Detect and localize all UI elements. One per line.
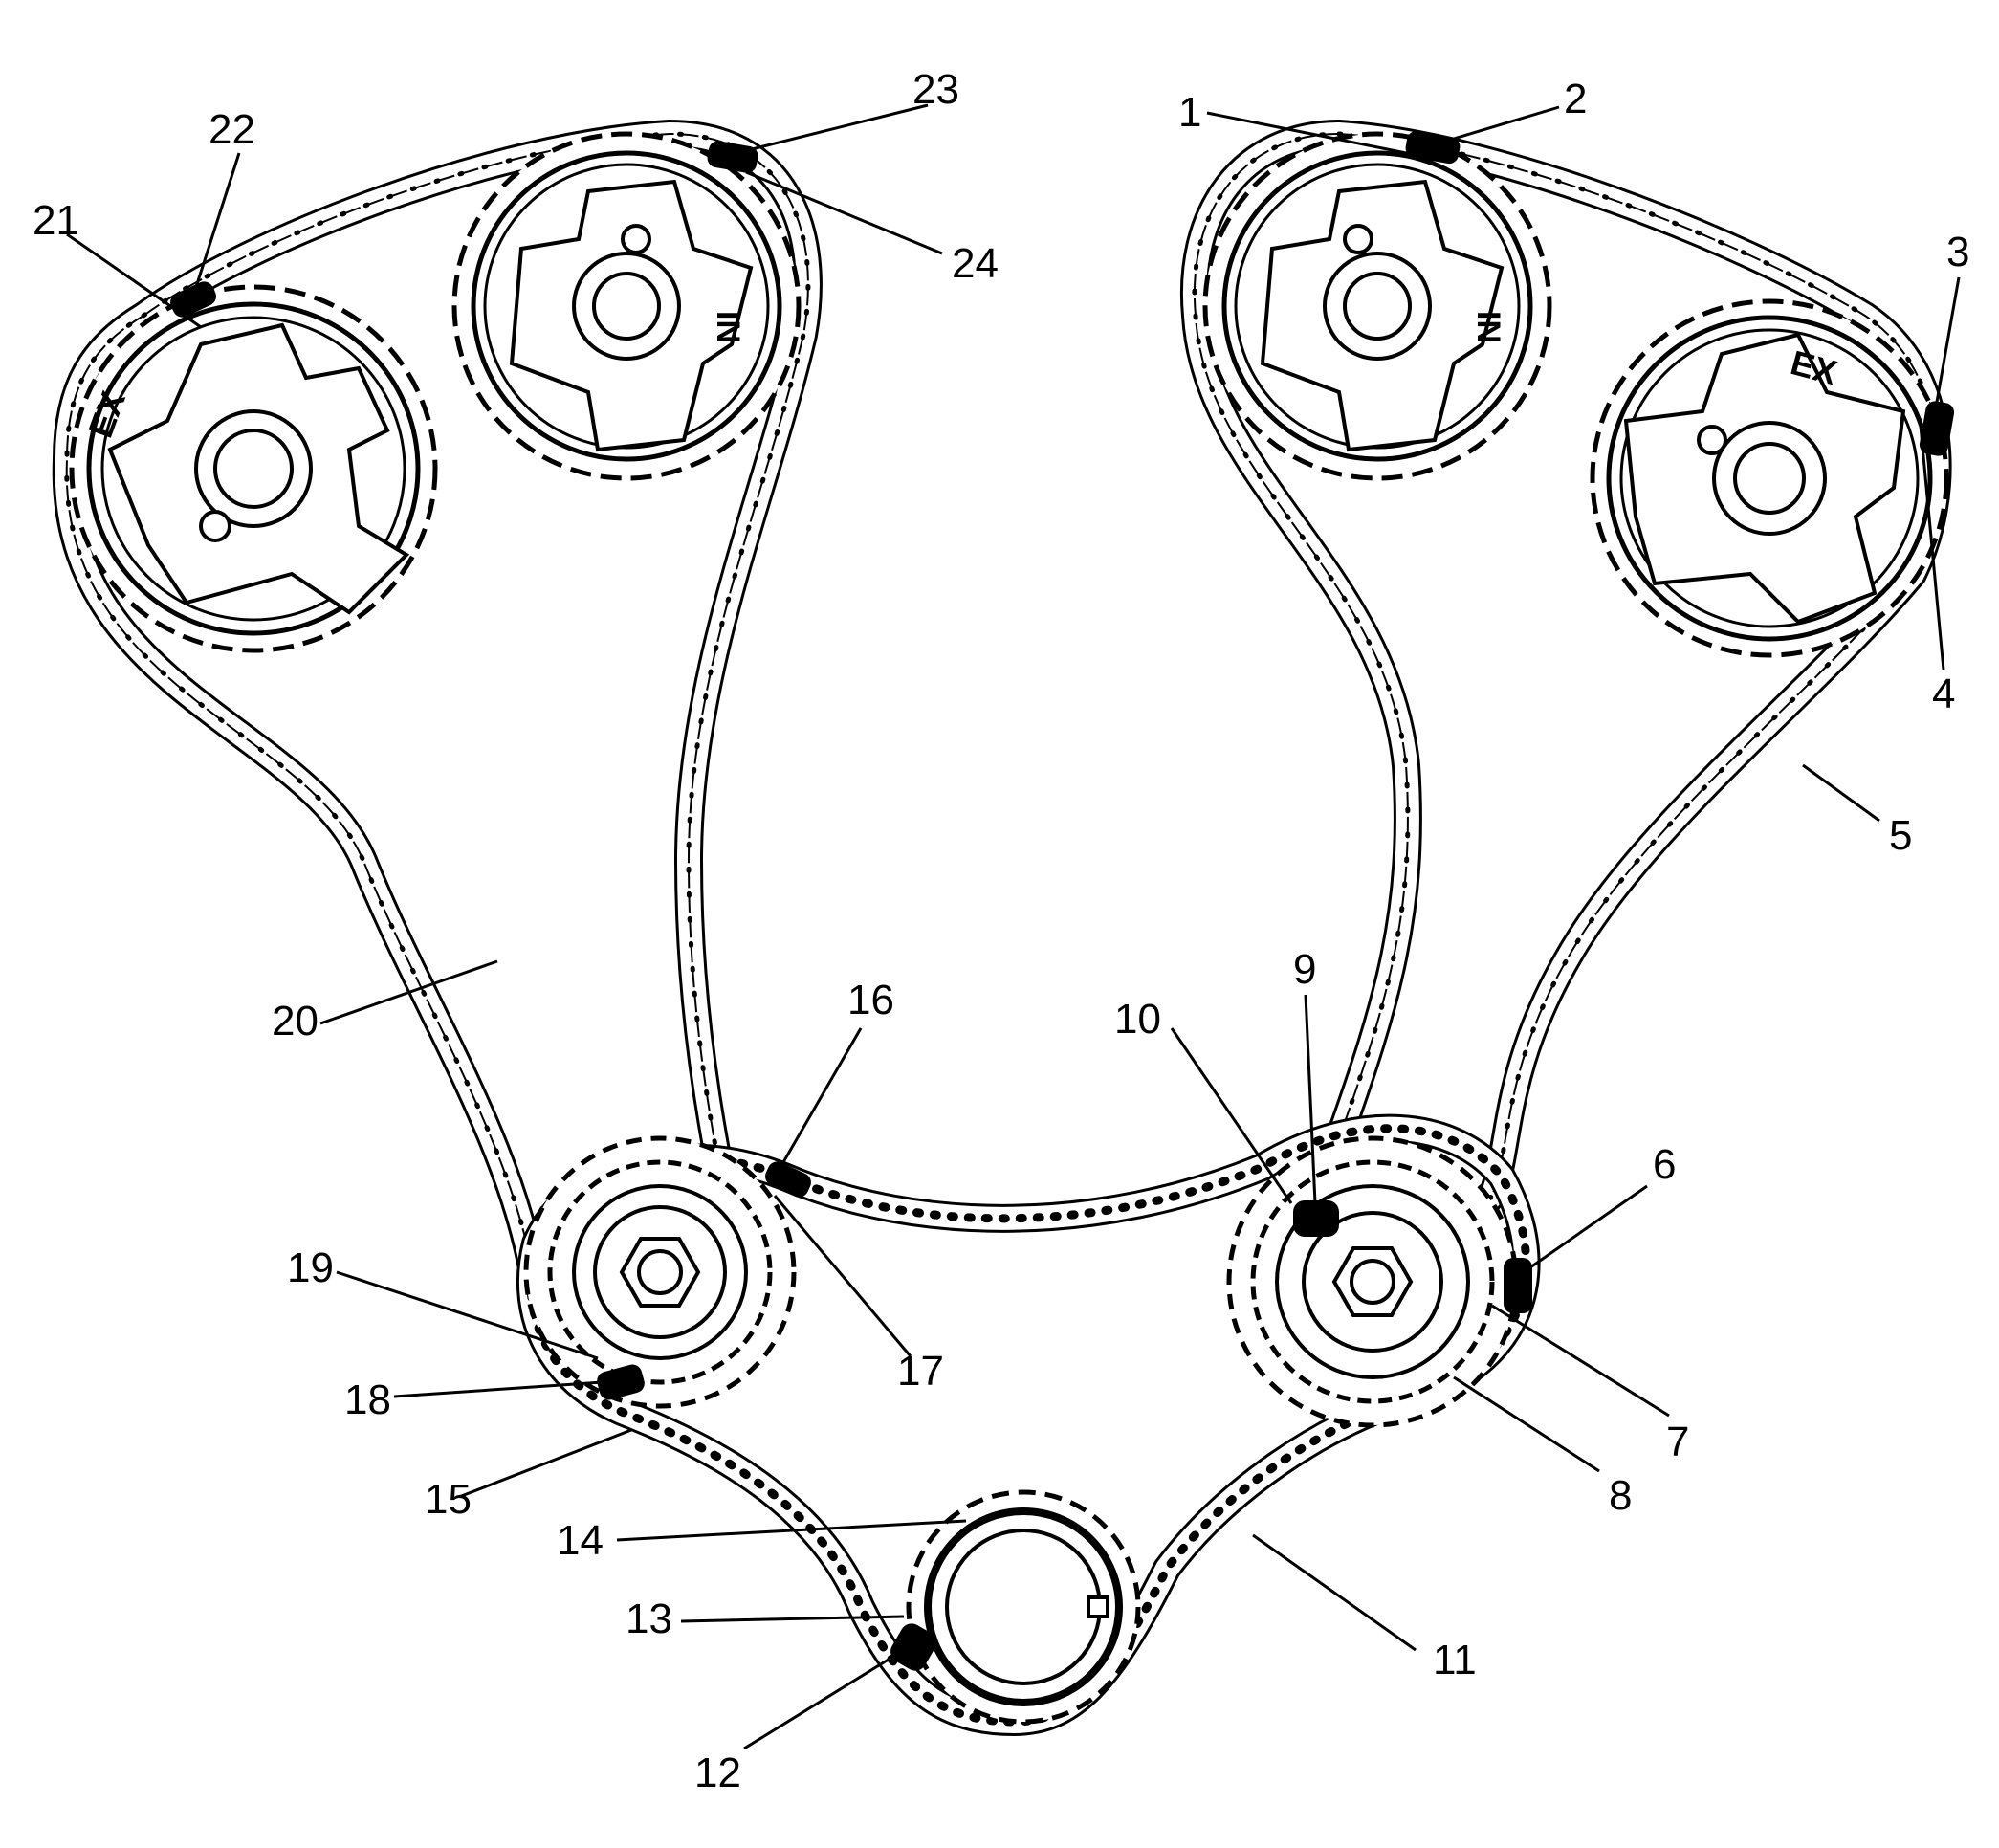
callout-13: 13 [626, 1595, 672, 1642]
timing-link-22 [170, 281, 216, 318]
crankshaft-sprocket [906, 1489, 1141, 1725]
sprocket-mark-in-right: IN [1470, 311, 1506, 343]
callout-2: 2 [1564, 76, 1587, 122]
callout-17: 17 [897, 1348, 944, 1395]
callout-19: 19 [287, 1244, 334, 1291]
callout-18: 18 [344, 1376, 391, 1423]
left-idler-sprocket [523, 1135, 797, 1409]
callout-15: 15 [425, 1476, 472, 1523]
callout-11: 11 [1433, 1637, 1477, 1683]
callout-16: 16 [847, 977, 894, 1023]
right-exhaust-cam-sprocket: EX [1590, 298, 1949, 658]
callouts: 1 2 3 4 5 6 7 8 9 10 11 12 13 14 15 16 1… [33, 66, 1969, 1796]
callout-4: 4 [1932, 671, 1955, 717]
callout-20: 20 [272, 998, 319, 1045]
callout-1: 1 [1178, 89, 1201, 136]
left-exhaust-cam-sprocket: EX [69, 284, 438, 653]
callout-14: 14 [557, 1517, 604, 1564]
callout-12: 12 [694, 1749, 741, 1796]
callout-3: 3 [1946, 229, 1969, 275]
leader-lines [66, 103, 1961, 1750]
sprocket-mark-in-left: IN [710, 311, 746, 343]
callout-5: 5 [1889, 812, 1912, 859]
callout-6: 6 [1653, 1141, 1676, 1188]
timing-link-12 [890, 1623, 936, 1671]
timing-link-18 [597, 1364, 645, 1400]
right-intake-cam-sprocket: IN [1202, 131, 1552, 481]
timing-link-9 [1293, 1200, 1339, 1237]
callout-23: 23 [912, 66, 959, 113]
callout-10: 10 [1114, 996, 1161, 1043]
callout-22: 22 [209, 106, 255, 153]
callout-9: 9 [1293, 946, 1316, 993]
callout-7: 7 [1666, 1419, 1689, 1465]
timing-link-16 [765, 1161, 811, 1198]
callout-24: 24 [952, 240, 999, 287]
timing-link-23 [707, 141, 758, 173]
timing-link-6 [1504, 1258, 1532, 1313]
callout-21: 21 [33, 197, 79, 244]
callout-8: 8 [1609, 1472, 1632, 1519]
timing-marks [170, 130, 1955, 1671]
right-idler-sprocket [1226, 1135, 1519, 1428]
left-intake-cam-sprocket: IN [451, 131, 802, 481]
timing-link-3 [1919, 401, 1955, 456]
